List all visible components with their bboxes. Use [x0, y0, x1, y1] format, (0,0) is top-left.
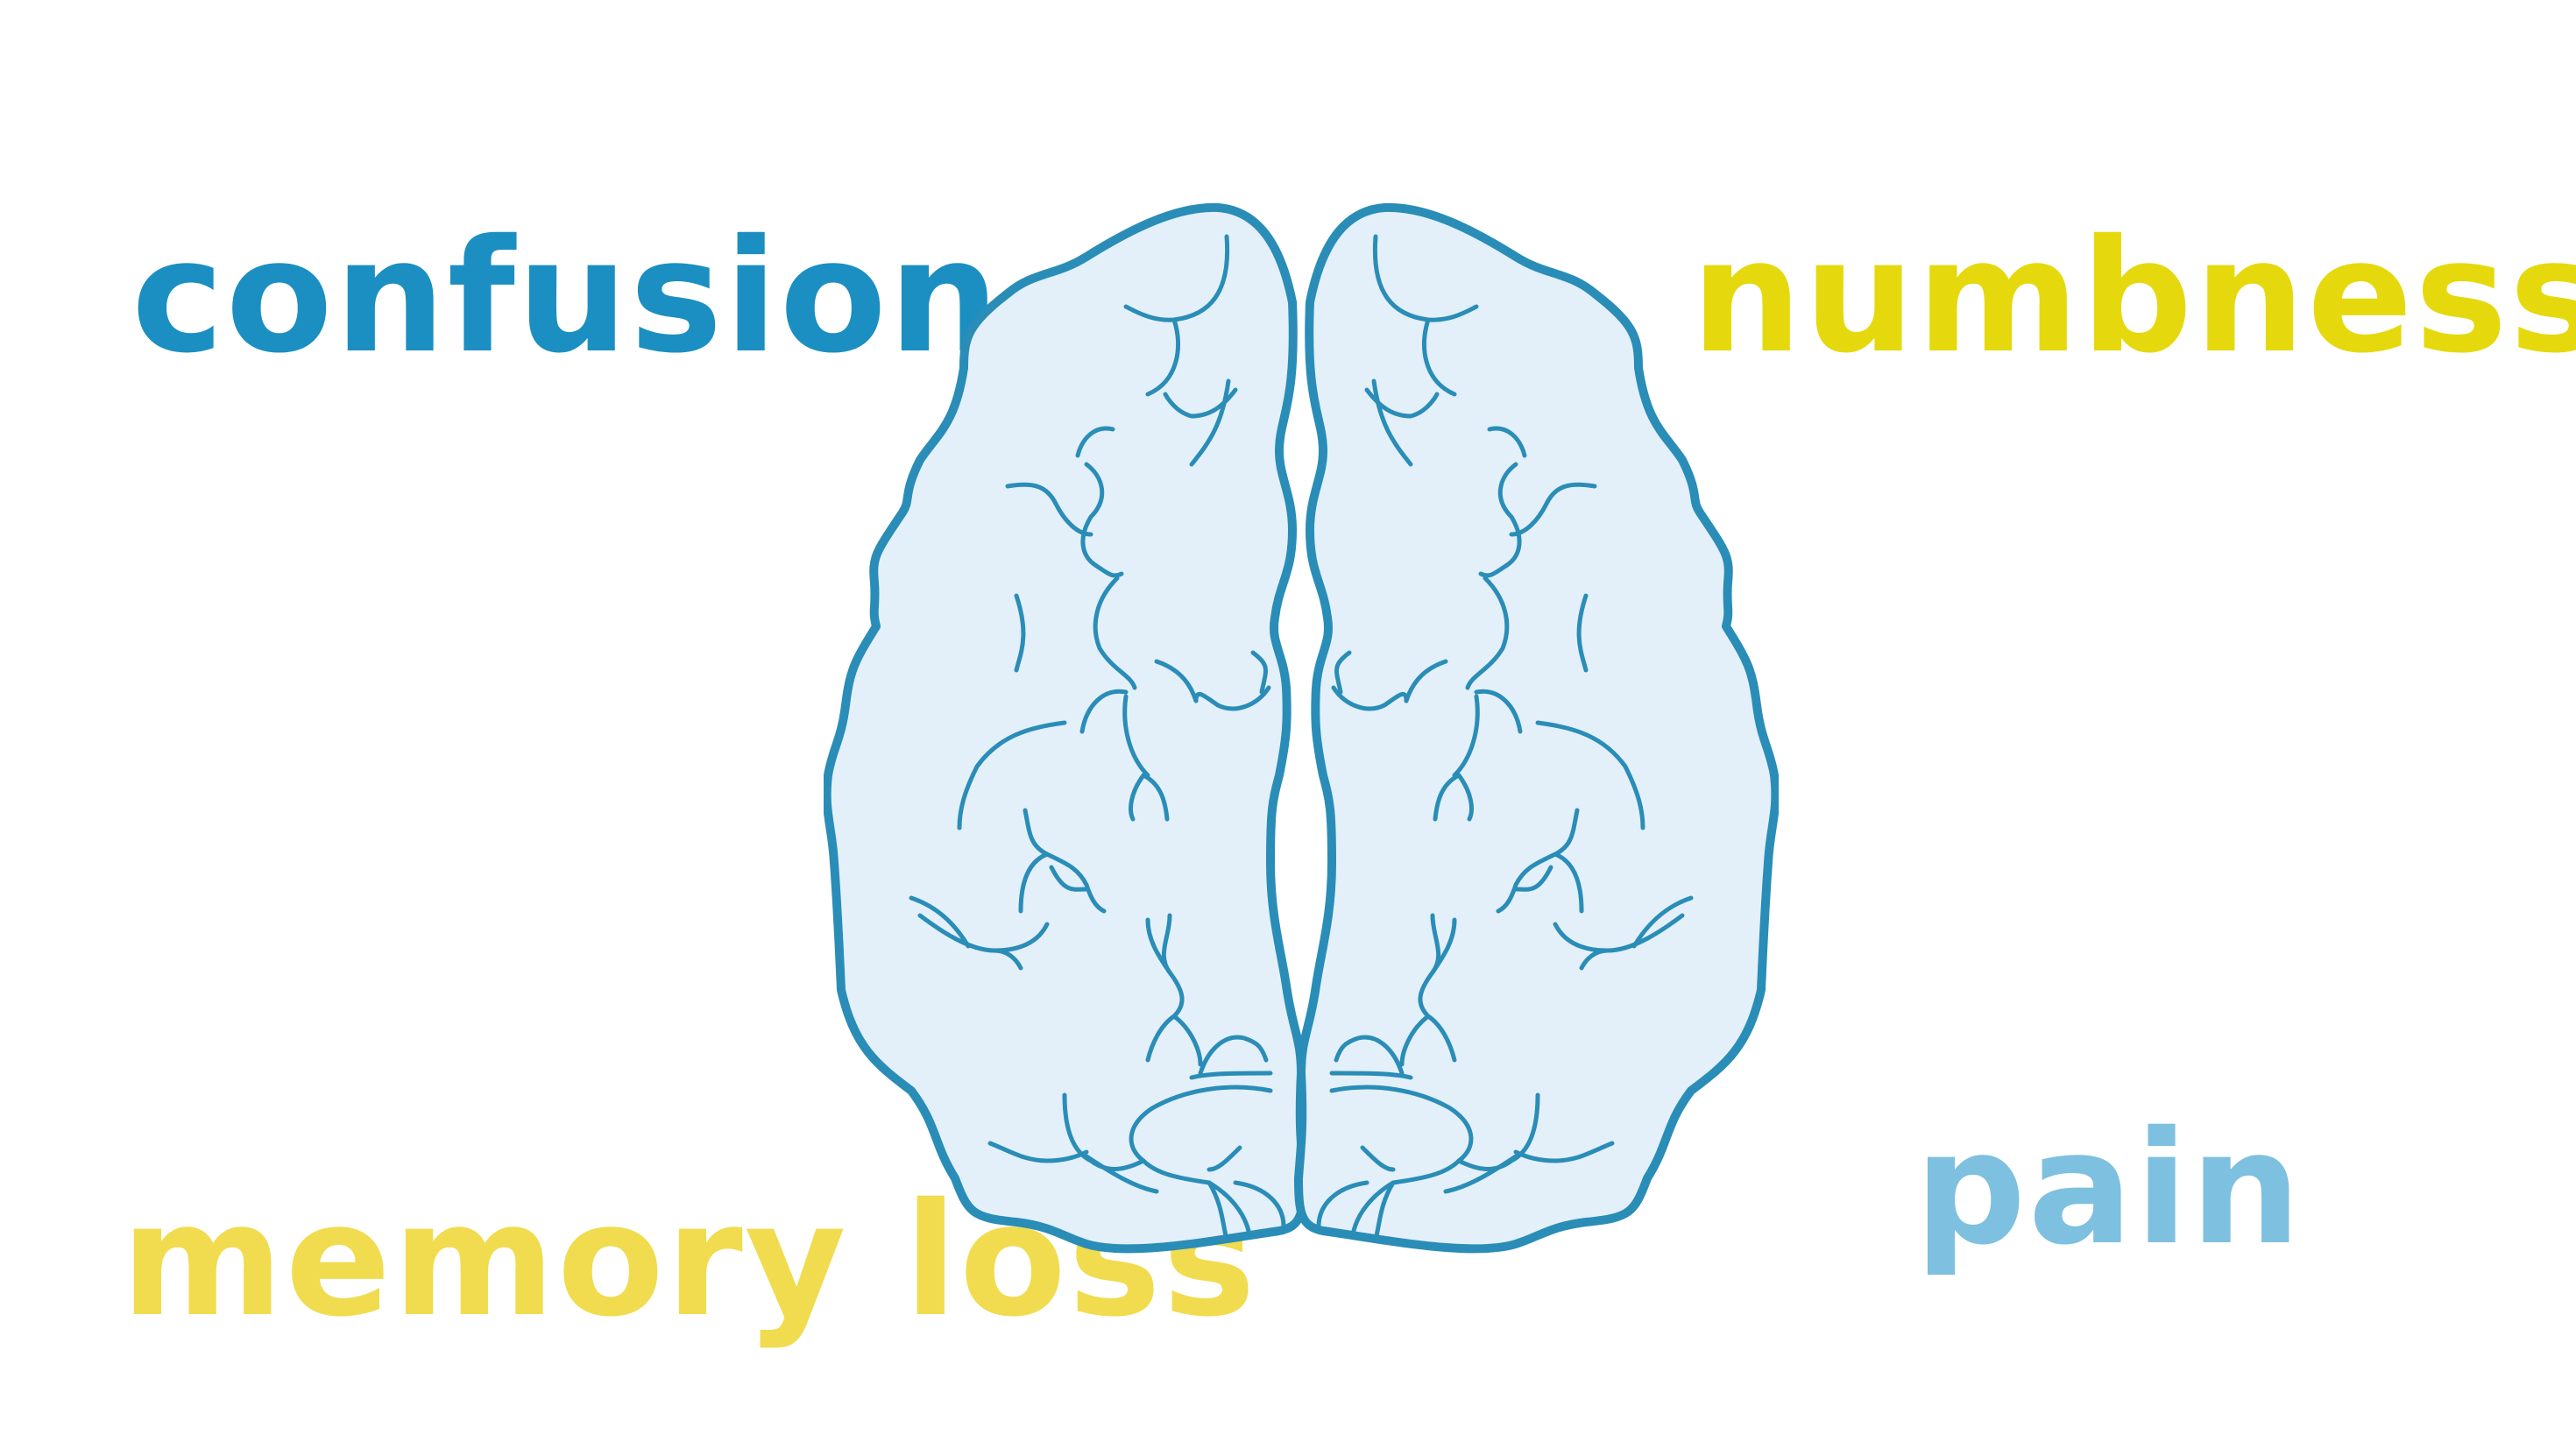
symptom-label-pain: pain — [1914, 1098, 2304, 1279]
right-hemisphere — [1294, 202, 1779, 1254]
brain-top-view-icon — [824, 202, 1779, 1254]
symptom-label-confusion: confusion — [131, 206, 1001, 387]
left-hemisphere — [824, 202, 1308, 1254]
symptom-label-numbness: numbness — [1691, 206, 2576, 387]
brain-illustration — [824, 197, 1779, 1275]
brain-gyri-lines — [909, 234, 1694, 1242]
